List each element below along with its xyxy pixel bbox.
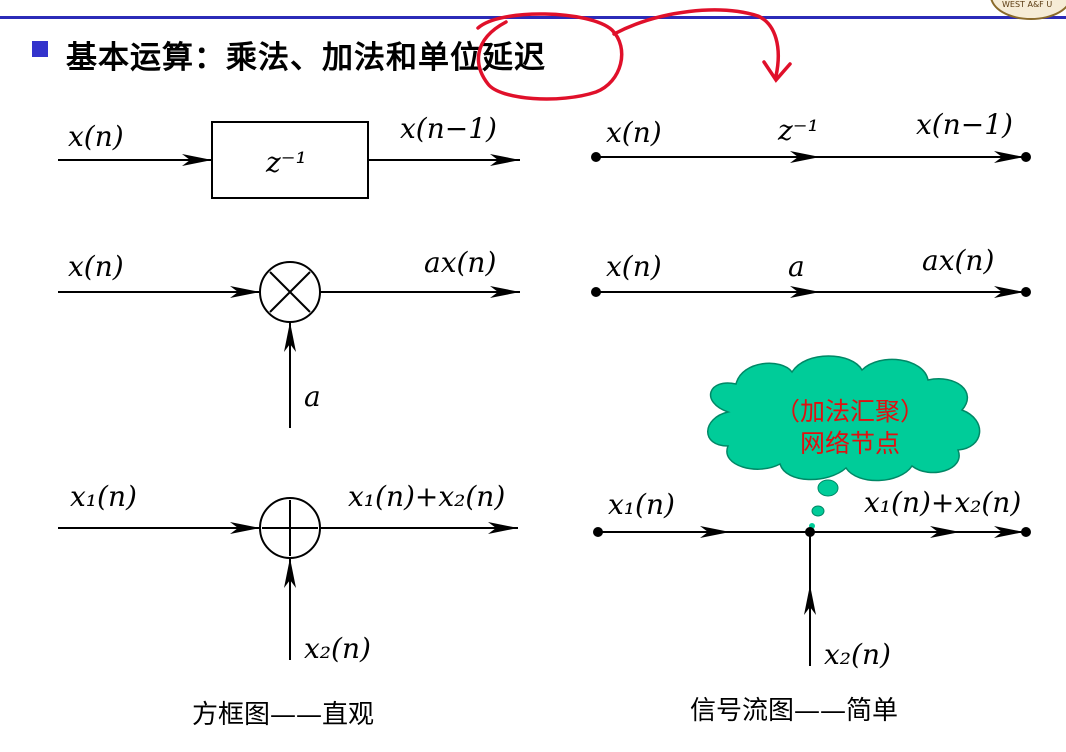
- multiply-coefficient-label: a: [304, 380, 321, 413]
- red-annotation: [476, 8, 792, 101]
- slide-title: 基本运算：乘法、加法和单位延迟: [66, 40, 546, 76]
- logo-text: WEST A&F U: [1002, 0, 1053, 9]
- flow-multiply-output-label: ax(n): [922, 244, 994, 277]
- block-add: x₁(n) x₁(n)+x₂(n) x₂(n): [58, 480, 518, 665]
- flow-node: [593, 527, 603, 537]
- bullet-square-icon: [32, 41, 48, 57]
- delay-block-label: z⁻¹: [265, 146, 307, 179]
- summing-node: [805, 527, 815, 537]
- flow-multiply: x(n) a ax(n): [591, 244, 1031, 298]
- flow-delay-output-label: x(n−1): [916, 108, 1013, 141]
- cloud-note: （加法汇聚） 网络节点: [740, 396, 960, 460]
- flow-delay: x(n) z⁻¹ x(n−1): [591, 108, 1031, 163]
- block-multiply: x(n) ax(n) a: [58, 246, 520, 428]
- flow-node: [591, 287, 601, 297]
- flow-node: [1021, 287, 1031, 297]
- header-rule: [0, 16, 1066, 19]
- add-input1-label: x₁(n): [70, 480, 137, 513]
- cloud-note-line2: 网络节点: [799, 429, 900, 458]
- flow-add-input2-label: x₂(n): [824, 638, 891, 671]
- block-delay: x(n) z⁻¹ x(n−1): [58, 112, 520, 199]
- delay-output-label: x(n−1): [400, 112, 497, 145]
- add-output-label: x₁(n)+x₂(n): [348, 480, 505, 513]
- flow-delay-input-label: x(n): [606, 116, 662, 149]
- flow-multiply-gain-label: a: [788, 250, 805, 283]
- flow-node: [1021, 527, 1031, 537]
- signal-flow-caption: 信号流图——简单: [690, 696, 899, 726]
- cloud-note-line1: （加法汇聚）: [774, 397, 925, 426]
- delay-block: [211, 121, 369, 199]
- cloud-callout: [707, 355, 981, 529]
- flow-add-input1-label: x₁(n): [608, 488, 675, 521]
- flow-delay-gain-label: z⁻¹: [777, 114, 819, 147]
- add-input2-label: x₂(n): [304, 632, 371, 665]
- multiply-output-label: ax(n): [424, 246, 496, 279]
- flow-node: [591, 152, 601, 162]
- flow-add: x₁(n) x₁(n)+x₂(n) x₂(n): [593, 486, 1031, 671]
- flow-node: [1021, 152, 1031, 162]
- flow-add-output-label: x₁(n)+x₂(n): [864, 486, 1021, 519]
- multiply-input-label: x(n): [68, 250, 124, 283]
- block-diagram-caption: 方框图——直观: [192, 700, 375, 730]
- delay-input-label: x(n): [68, 120, 124, 153]
- flow-multiply-input-label: x(n): [606, 250, 662, 283]
